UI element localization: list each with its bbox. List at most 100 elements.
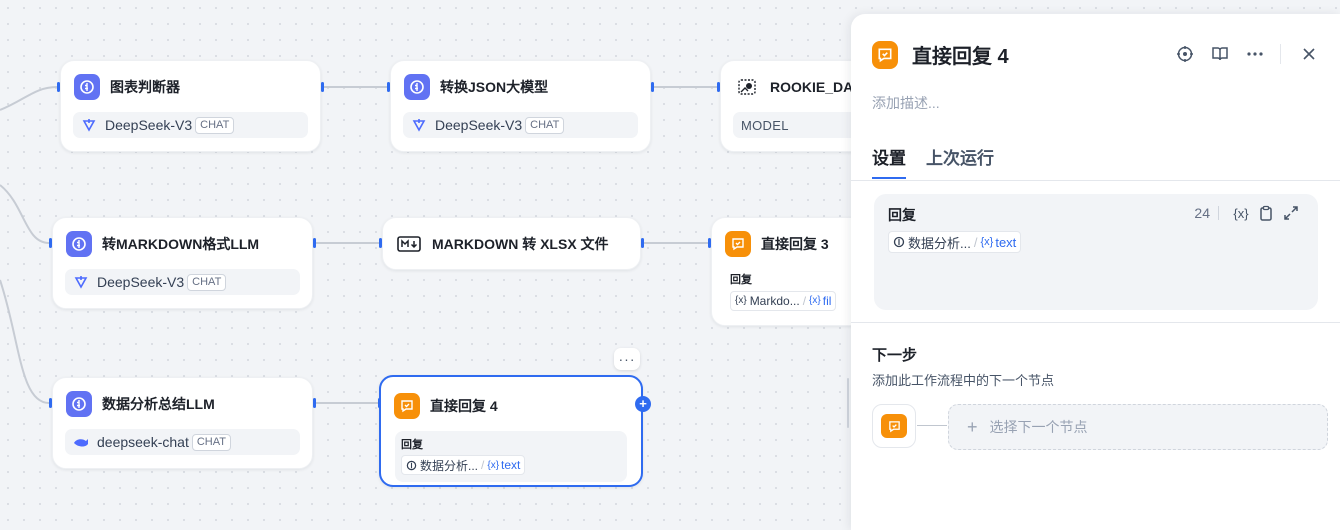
model-selector[interactable]: deepseek-chat CHAT [65, 429, 300, 455]
locate-icon[interactable] [1174, 43, 1196, 65]
deepseek-model-icon [74, 276, 88, 289]
node-title: 图表判断器 [110, 79, 180, 95]
reply-icon [725, 231, 751, 257]
more-icon[interactable] [1244, 43, 1266, 65]
model-name: MODEL [741, 117, 789, 133]
next-step-title: 下一步 [872, 347, 918, 364]
next-connector [917, 425, 947, 426]
reply-editor[interactable]: 回复 24 {x} 数据分析... / {x} text [874, 194, 1318, 310]
edge-in-summary-llm [0, 279, 50, 404]
node-reply4[interactable]: 直接回复 4 回复 数据分析... / {x} text [379, 375, 643, 487]
insert-variable-icon[interactable]: {x} [1233, 205, 1249, 221]
node-title: MARKDOWN 转 XLSX 文件 [432, 236, 609, 252]
model-selector[interactable]: DeepSeek-V3 CHAT [403, 112, 638, 138]
add-next-node-button[interactable]: + [635, 396, 651, 412]
expand-icon[interactable] [1280, 202, 1302, 224]
model-name: deepseek-chat [97, 434, 189, 450]
variable-icon: {x} [487, 459, 500, 471]
edge-in-to-markdown [0, 184, 50, 244]
image-tool-icon [734, 74, 760, 100]
output-handle[interactable] [321, 82, 324, 92]
input-handle[interactable] [387, 82, 390, 92]
brain-icon [404, 74, 430, 100]
current-node-badge [872, 404, 916, 448]
tabs-divider [851, 180, 1340, 181]
section-divider [851, 322, 1340, 323]
plus-icon: + [967, 416, 978, 437]
model-selector[interactable]: DeepSeek-V3 CHAT [65, 269, 300, 295]
chip-var: fil [822, 293, 832, 308]
markdown-icon [396, 231, 422, 257]
node-chart-judge[interactable]: 图表判断器 DeepSeek-V3 CHAT [60, 60, 321, 152]
node-title: 转换JSON大模型 [440, 79, 549, 95]
output-handle[interactable] [651, 82, 654, 92]
chip-source: 数据分析... [420, 458, 479, 473]
node-summary-llm[interactable]: 数据分析总结LLM deepseek-chat CHAT [52, 377, 313, 469]
select-next-node-label: 选择下一个节点 [989, 419, 1088, 435]
variable-icon: {x} [809, 295, 821, 306]
select-next-node-button[interactable]: + 选择下一个节点 [948, 404, 1328, 450]
reply-field-label: 回复 [401, 439, 423, 451]
toolbar-divider [1280, 44, 1281, 64]
brain-icon [74, 74, 100, 100]
brain-icon [893, 236, 905, 248]
chip-source: Markdo... [749, 293, 800, 308]
node-settings-panel: 直接回复 4 添加描述... 设置 上次运行 回复 24 {x} [851, 14, 1340, 530]
edge-in-chart-judge [0, 86, 58, 111]
next-step-subtitle: 添加此工作流程中的下一个节点 [872, 373, 1055, 388]
variable-chip[interactable]: 数据分析... / {x} text [888, 231, 1022, 253]
whale-model-icon [74, 439, 88, 447]
model-tag: CHAT [187, 273, 227, 291]
panel-title[interactable]: 直接回复 4 [912, 46, 1009, 68]
clipboard-icon[interactable] [1255, 202, 1277, 224]
input-handle[interactable] [49, 238, 52, 248]
node-title: ROOKIE_DA [770, 79, 854, 95]
node-title: 直接回复 4 [430, 398, 498, 414]
reply-icon [872, 40, 898, 69]
input-handle[interactable] [717, 82, 720, 92]
input-handle[interactable] [378, 398, 381, 408]
panel-tabs: 设置 上次运行 [872, 144, 1014, 179]
char-count: 24 [1194, 205, 1210, 221]
brain-icon [66, 231, 92, 257]
node-to-markdown[interactable]: 转MARKDOWN格式LLM DeepSeek-V3 CHAT [52, 217, 313, 309]
variable-chip: 数据分析... / {x} text [401, 455, 526, 475]
brain-icon [406, 460, 417, 470]
model-name: DeepSeek-V3 [97, 274, 185, 290]
model-tag: CHAT [195, 116, 235, 134]
model-name: DeepSeek-V3 [435, 117, 523, 133]
reply-icon [881, 414, 907, 438]
deepseek-model-icon [412, 119, 426, 132]
book-icon[interactable] [1209, 43, 1231, 65]
model-selector[interactable]: DeepSeek-V3 CHAT [73, 112, 308, 138]
variable-icon: {x} [980, 236, 994, 248]
node-more-button[interactable]: ··· [614, 348, 640, 370]
chip-var: text [995, 234, 1017, 250]
panel-resize-handle[interactable] [847, 378, 849, 428]
reply-field-label: 回复 [730, 274, 752, 286]
tab-last-run[interactable]: 上次运行 [926, 149, 994, 168]
node-title: 数据分析总结LLM [102, 396, 215, 412]
input-handle[interactable] [379, 238, 382, 248]
input-handle[interactable] [57, 82, 60, 92]
output-handle[interactable] [313, 238, 316, 248]
chip-var: text [501, 458, 521, 472]
node-to-json[interactable]: 转换JSON大模型 DeepSeek-V3 CHAT [390, 60, 651, 152]
variable-icon: {x} [735, 295, 747, 306]
reply-field-label: 回复 [888, 207, 916, 223]
variable-chip: {x} Markdo... / {x} fil [730, 290, 837, 311]
node-title: 直接回复 3 [761, 236, 829, 252]
node-title: 转MARKDOWN格式LLM [102, 236, 260, 252]
description-input[interactable]: 添加描述... [872, 95, 940, 111]
reply-icon [394, 393, 420, 419]
output-handle[interactable] [313, 398, 316, 408]
close-icon[interactable] [1298, 43, 1320, 65]
input-handle[interactable] [49, 398, 52, 408]
model-tag: CHAT [191, 433, 231, 451]
output-handle[interactable] [641, 238, 644, 248]
tab-settings[interactable]: 设置 [872, 144, 906, 179]
node-md-to-xlsx[interactable]: MARKDOWN 转 XLSX 文件 [382, 217, 641, 270]
model-name: DeepSeek-V3 [105, 117, 193, 133]
input-handle[interactable] [708, 238, 711, 248]
